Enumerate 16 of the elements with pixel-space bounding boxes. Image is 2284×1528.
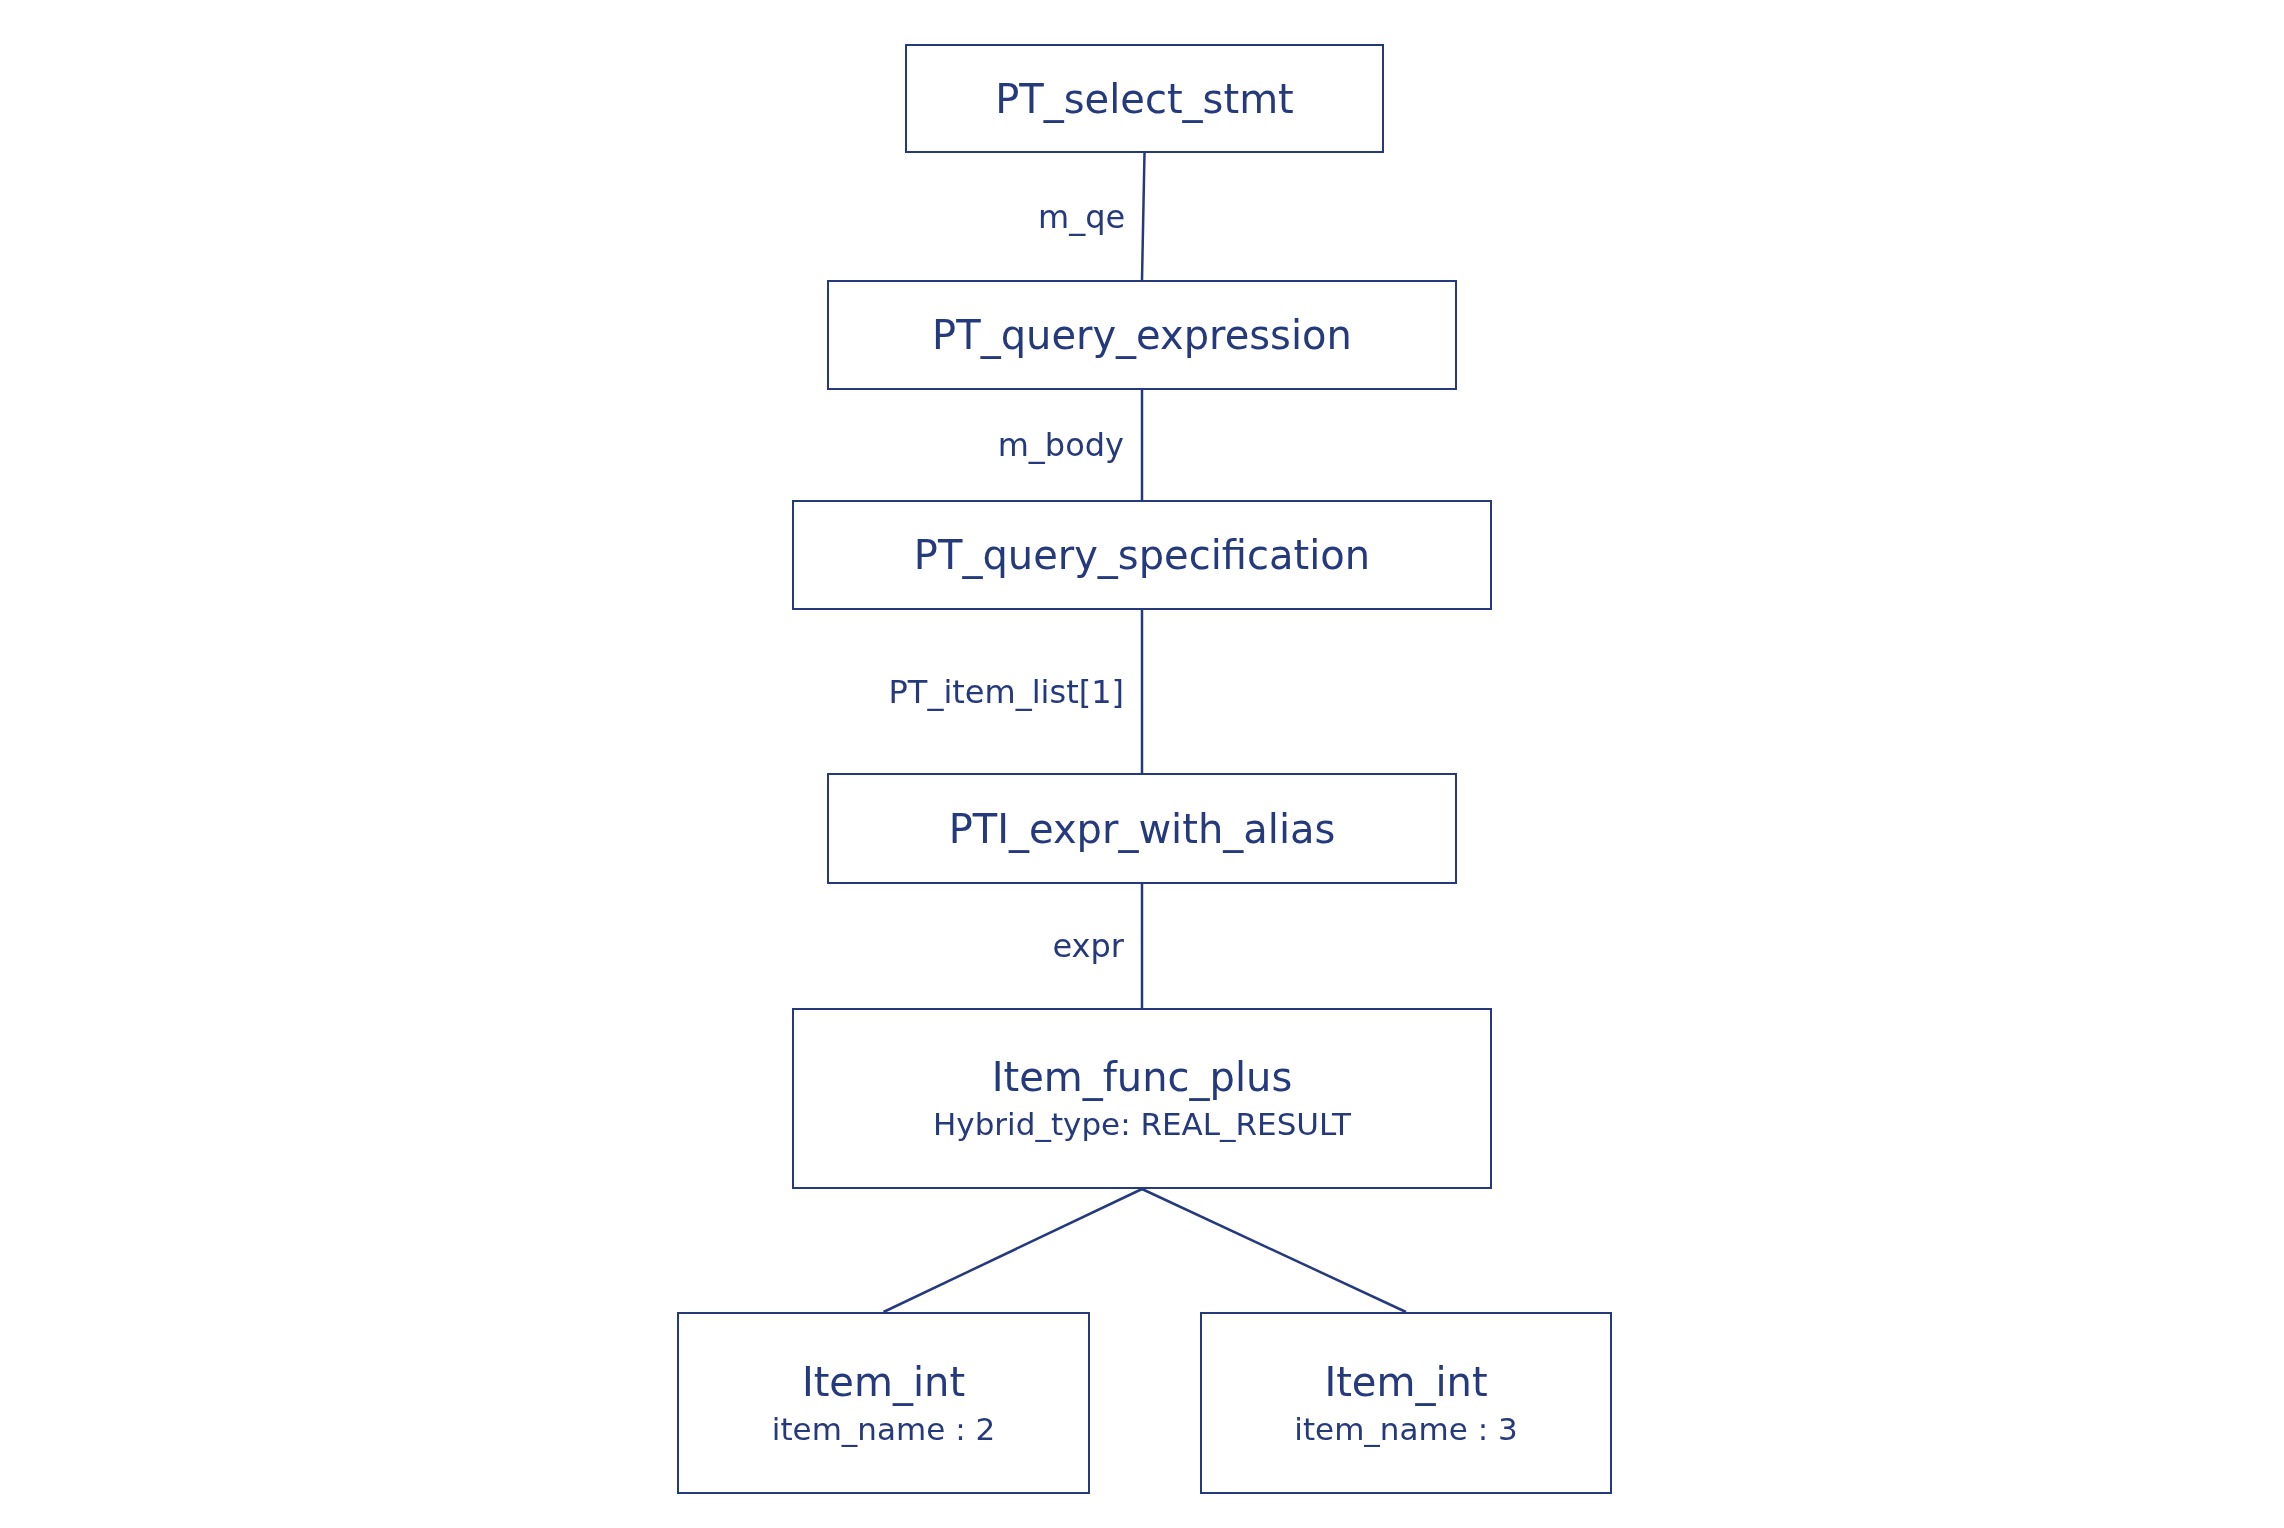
attribute-text: item_name : 2 [771,1413,996,1445]
attribute-text: Hybrid_type: REAL_RESULT [933,1109,1351,1140]
class-box [827,773,1457,884]
class-box [1200,1312,1612,1494]
connector-line [882,1187,1143,1314]
connector-line [1140,390,1144,500]
connector-line [1140,884,1144,1008]
connector-line [1141,1187,1407,1314]
connector-line [1140,152,1146,281]
connector-line [1140,610,1144,773]
class-box [827,280,1457,390]
class-box [905,44,1384,153]
attribute-text: item_name : 3 [1294,1413,1518,1445]
class-box [792,1008,1492,1189]
class-box [677,1312,1090,1494]
class-box [792,500,1492,610]
